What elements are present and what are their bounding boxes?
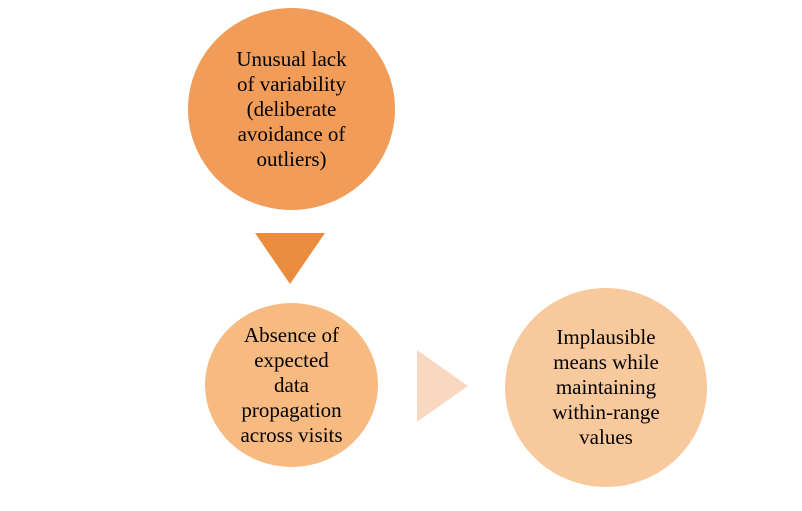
arrow-right-icon bbox=[417, 350, 468, 422]
node-ellipse-absence-of-expected-data-propagation bbox=[205, 303, 378, 467]
node-ellipse-unusual-lack-of-variability bbox=[188, 8, 395, 210]
arrow-down-icon bbox=[255, 233, 325, 284]
node-ellipse-implausible-means bbox=[505, 288, 707, 487]
